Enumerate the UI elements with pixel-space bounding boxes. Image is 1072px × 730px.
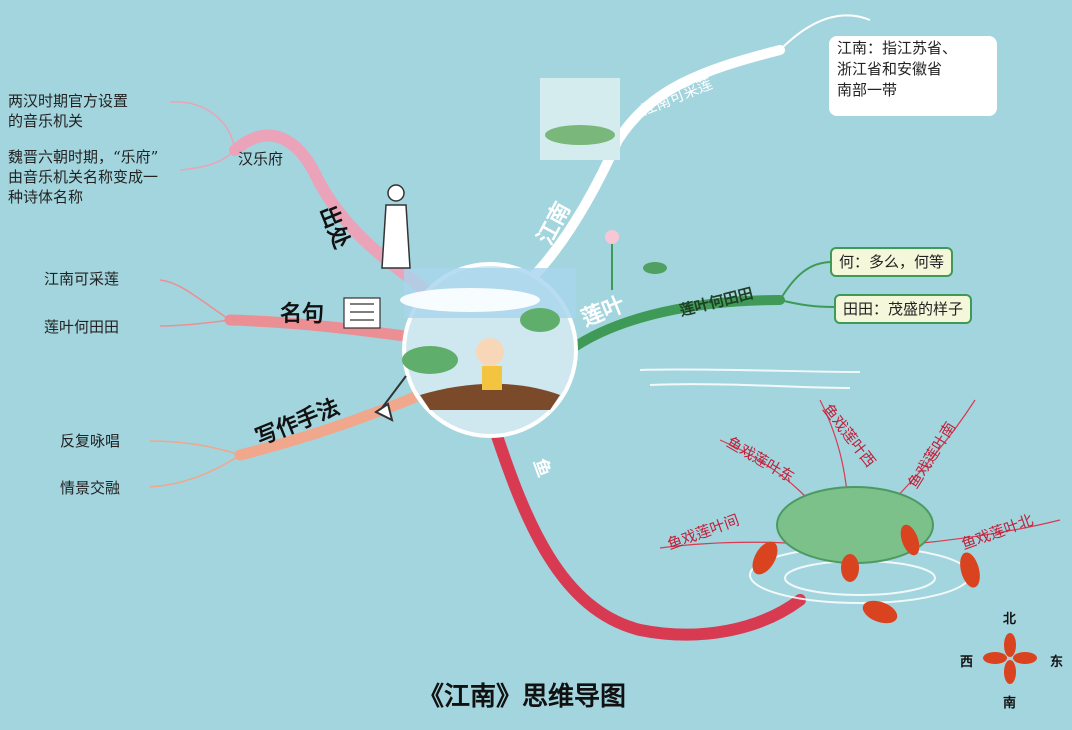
source-branch-line [229,129,438,302]
page-title: 《江南》思维导图 [418,682,627,712]
technique-leaf-line-1 [149,440,241,456]
source-sub-label: 汉乐府 [238,150,284,168]
famous-branch-line [224,314,426,344]
jiangnan-note-line-2: 浙江省和安徽省 [837,60,943,78]
technique-leaf-line-2 [149,454,241,488]
branch-label-famous-lines: 名句 [280,301,325,327]
fish-branch-line [489,424,806,641]
lotus-def-box-1: 何：多么，何等 [830,247,954,277]
famous-line-2: 莲叶何田田 [44,318,120,336]
source-note-line-1: 两汉时期官方设置 [8,92,129,110]
famous-leaf-line-2 [159,319,231,327]
compass-west: 西 [960,655,974,670]
water-ripples [639,368,971,604]
source-note-line-2: 的音乐机关 [8,112,84,130]
technique-item-2: 情景交融 [60,479,121,497]
jiangnan-note-line-1: 江南：指江苏省、 [837,39,958,57]
brush-icon-art [374,375,407,422]
lotus-def-box-2: 田田：茂盛的样子 [834,294,973,324]
scroll-icon-art [343,297,381,329]
famous-leaf-line-1 [159,279,231,321]
jiangnan-note-box: 江南：指江苏省、 浙江省和安徽省 南部一带 [829,36,997,116]
koi-fish-group [752,524,980,624]
compass-south: 南 [1003,696,1017,711]
compass-fish [983,633,1037,684]
famous-line-1: 江南可采莲 [44,270,120,288]
jiangnan-note-line-3: 南部一带 [837,81,898,99]
poet-figure [381,184,411,269]
lotus-leaf-line-2 [779,299,836,308]
compass-east: 东 [1050,655,1064,670]
source-sub-line [169,101,236,151]
technique-item-1: 反复咏唱 [60,432,121,450]
technique-branch-line [234,389,426,461]
jiangnan-illustration [540,78,620,160]
source-sub-line-2 [179,149,236,171]
source-note-line-4: 由音乐机关名称变成一 [8,168,159,186]
lotus-branch-line [565,295,785,355]
lotus-flower-illustration [605,230,667,290]
compass-north: 北 [1003,612,1017,627]
source-note-line-5: 种诗体名称 [8,188,84,206]
jiangnan-sub-line [779,14,871,51]
source-note-line-3: 魏晋六朝时期，“乐府” [8,148,159,166]
lotus-leaf-line-1 [779,261,833,301]
